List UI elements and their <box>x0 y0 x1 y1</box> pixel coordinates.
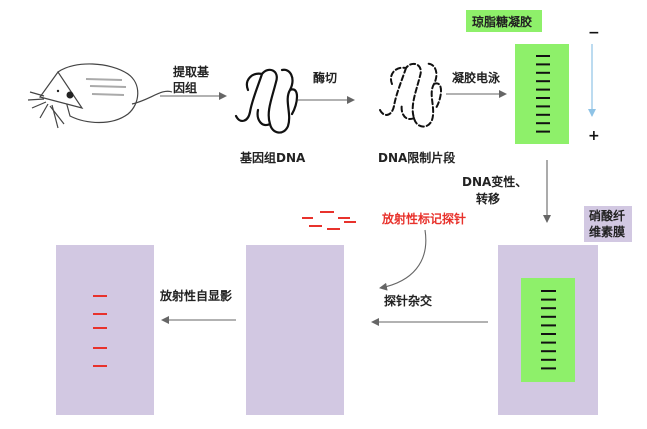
nc-membrane-label-line2: 维素膜 <box>589 224 625 239</box>
genomic-dna-label: 基因组DNA <box>239 150 306 165</box>
dna-fragments-label: DNA限制片段 <box>378 150 456 165</box>
dna-coil-icon <box>234 68 299 134</box>
mouse-icon <box>27 63 173 129</box>
denature-label-line1: DNA变性、 <box>462 174 527 189</box>
probe-dashes-icon <box>302 211 356 230</box>
agarose-gel-label-box <box>466 10 542 32</box>
probe-arrow <box>379 229 427 291</box>
agarose-gel-label: 琼脂糖凝胶 <box>472 14 532 29</box>
gel-bands <box>536 55 550 133</box>
denature-label-line2: 转移 <box>476 191 500 206</box>
dashed-dna-coil-icon <box>379 62 442 128</box>
extract-label-line2: 因组 <box>173 80 197 95</box>
membrane-middle <box>246 245 344 415</box>
gel-electrophoresis-label: 凝胶电泳 <box>452 70 501 85</box>
nc-membrane-label-box <box>584 206 632 242</box>
nc-membrane-label-line1: 硝酸纤 <box>589 208 625 223</box>
agarose-gel <box>515 44 569 144</box>
film-bands <box>93 295 107 367</box>
extract-label-line1: 提取基 <box>173 64 210 79</box>
membrane-bands <box>541 290 556 370</box>
hybridization-label: 探针杂交 <box>384 293 432 308</box>
radioactive-probe-label: 放射性标记探针 <box>381 211 466 226</box>
plus-sign: + <box>588 128 600 144</box>
minus-sign: − <box>588 25 600 41</box>
autoradiography-label: 放射性自显影 <box>159 288 232 303</box>
enzyme-cut-label: 酶切 <box>313 70 337 85</box>
membrane-gel <box>521 278 575 382</box>
autoradiograph-film <box>56 245 154 415</box>
